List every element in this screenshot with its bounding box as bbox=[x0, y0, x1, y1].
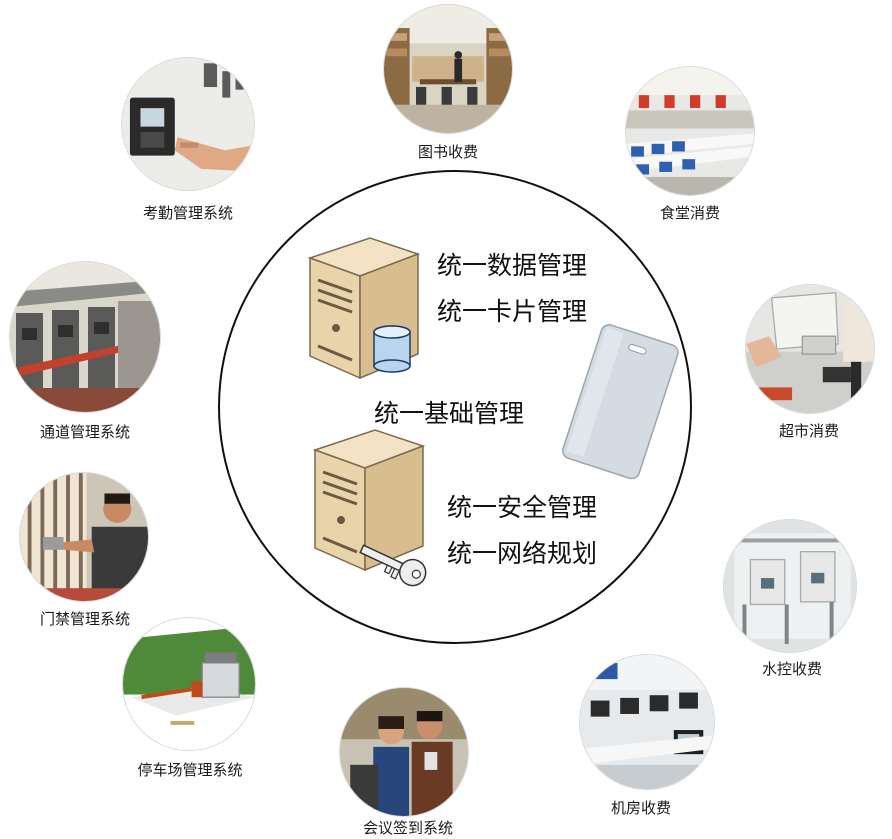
water-label: 水控收费 bbox=[761, 660, 823, 678]
library-label: 图书收费 bbox=[417, 143, 479, 161]
server-database-icon bbox=[307, 237, 421, 380]
access-photo bbox=[20, 473, 148, 601]
unified-card-management-label: 统一卡片管理 bbox=[437, 297, 588, 326]
attendance-photo bbox=[122, 58, 254, 190]
passage-label: 通道管理系统 bbox=[39, 423, 131, 441]
unified-network-planning-label: 统一网络规划 bbox=[447, 539, 598, 568]
parking-label: 停车场管理系统 bbox=[137, 761, 243, 779]
water-photo bbox=[724, 520, 856, 652]
passage-photo bbox=[10, 262, 160, 412]
supermarket-label: 超市消费 bbox=[778, 422, 840, 440]
meeting-photo bbox=[340, 688, 468, 816]
meeting-label: 会议签到系统 bbox=[362, 819, 454, 837]
smart-card-icon bbox=[562, 324, 679, 480]
computer-room-photo bbox=[580, 655, 714, 789]
unified-base-management-label: 统一基础管理 bbox=[374, 399, 525, 428]
attendance-label: 考勤管理系统 bbox=[142, 204, 234, 222]
canteen-photo bbox=[626, 67, 754, 195]
canteen-label: 食堂消费 bbox=[659, 204, 721, 222]
library-photo bbox=[384, 5, 512, 133]
server-key-icon bbox=[312, 429, 427, 587]
computer-room-label: 机房收费 bbox=[610, 799, 672, 817]
parking-photo bbox=[123, 618, 255, 750]
unified-security-management-label: 统一安全管理 bbox=[447, 493, 598, 522]
central-ring bbox=[218, 170, 692, 644]
unified-data-management-label: 统一数据管理 bbox=[437, 251, 588, 280]
access-label: 门禁管理系统 bbox=[39, 610, 131, 628]
supermarket-photo bbox=[746, 285, 874, 413]
